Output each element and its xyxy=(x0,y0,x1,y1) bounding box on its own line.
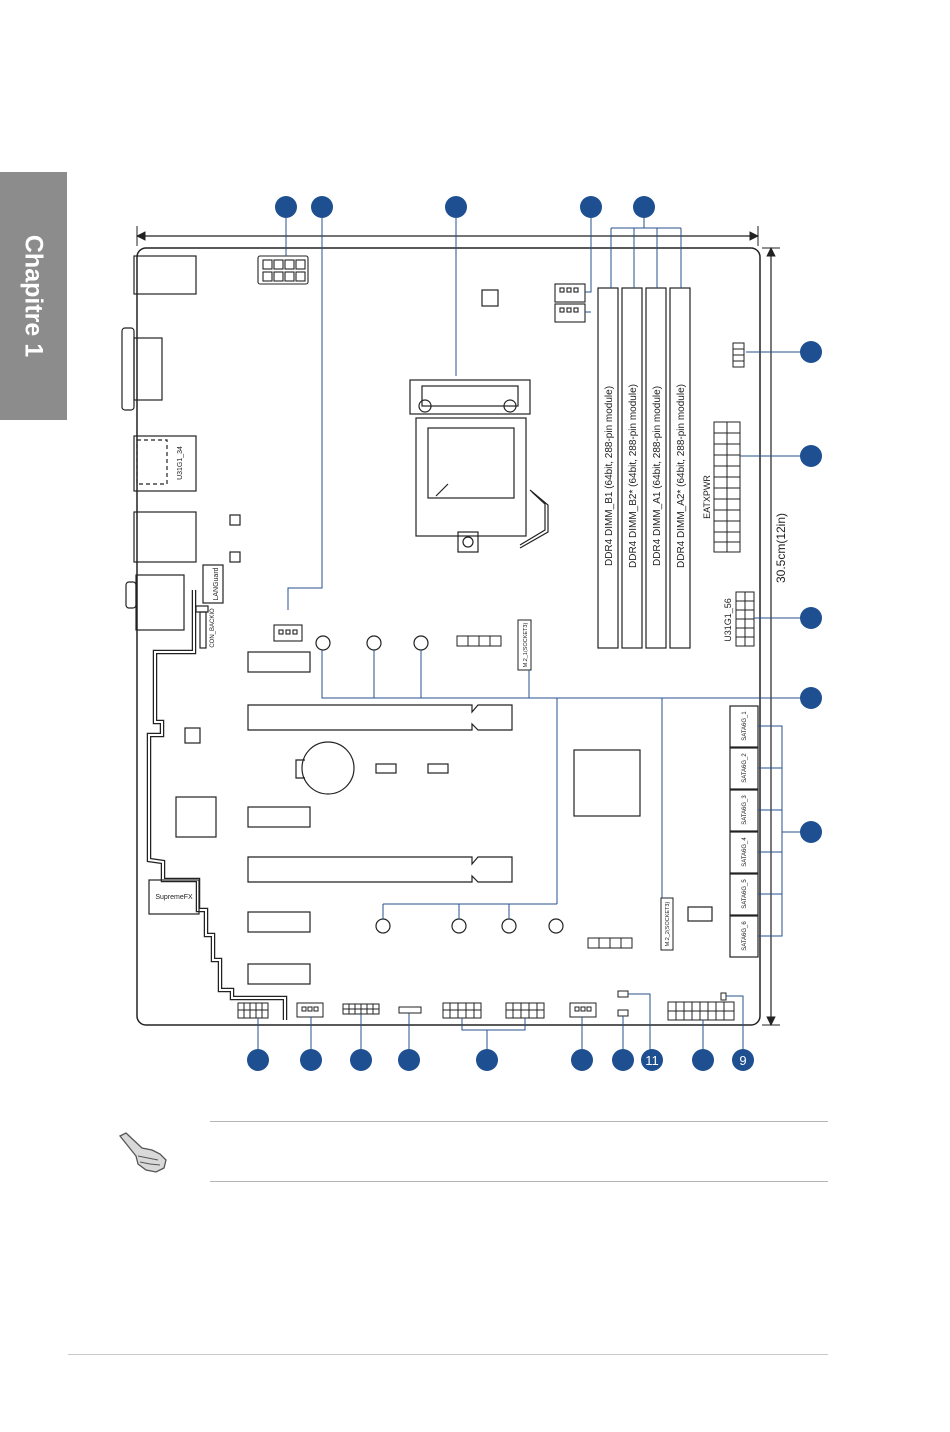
callout-marker-right-3 xyxy=(800,607,822,629)
sata6g-6-label: SATA6G_6 xyxy=(742,921,748,951)
callout-marker-bottom-3 xyxy=(350,1049,372,1071)
dimm-b2-label: DDR4 DIMM_B2* (64bit, 288-pin module) xyxy=(628,384,639,568)
note-rule-bottom xyxy=(210,1181,828,1182)
note-rule-top xyxy=(210,1121,828,1122)
callout-marker-bottom-9 xyxy=(692,1049,714,1071)
cpu-fan-headers xyxy=(554,283,586,323)
m2-2-socket xyxy=(587,897,674,951)
dimm-a2-slot xyxy=(669,287,691,649)
dimm-b1-label: DDR4 DIMM_B1 (64bit, 288-pin module) xyxy=(604,386,615,566)
pcie-x1-slot-1 xyxy=(247,651,311,673)
footer-rule xyxy=(68,1354,828,1355)
usb-port-stack xyxy=(133,435,197,492)
lan-port xyxy=(133,511,197,563)
chapter-tab xyxy=(0,172,67,420)
cmos-battery xyxy=(295,741,355,795)
pointing-hand-icon xyxy=(118,1132,167,1173)
callout-marker-right-4 xyxy=(800,687,822,709)
jumper-1 xyxy=(617,990,629,998)
audio-pcb-isolation-line-outer xyxy=(146,590,288,1020)
sata-ports xyxy=(729,705,759,958)
sata6g-5-label: SATA6G_5 xyxy=(742,879,748,909)
sata6g-2-label: SATA6G_2 xyxy=(742,753,748,783)
small-chip xyxy=(481,289,499,307)
callout-marker-bottom-2 xyxy=(300,1049,322,1071)
sata6g-4-label: SATA6G_4 xyxy=(742,837,748,867)
callout-marker-bottom-1 xyxy=(247,1049,269,1071)
mounting-holes-upper xyxy=(315,635,429,651)
con-backio-label: CON_BACKIO xyxy=(210,608,216,648)
callout-marker-bottom-4 xyxy=(398,1049,420,1071)
callout-marker-bottom-5 xyxy=(476,1049,498,1071)
callout-marker-bottom-7 xyxy=(612,1049,634,1071)
board-outline xyxy=(136,247,761,1026)
dimm-a1-slot xyxy=(645,287,667,649)
dimm-a2-label: DDR4 DIMM_A2* (64bit, 288-pin module) xyxy=(676,384,687,568)
rear-io-panel xyxy=(121,255,241,649)
fan-header-bottom-1 xyxy=(296,1002,324,1018)
u31g1-34-label: U31G1_34 xyxy=(177,446,184,480)
fan-header-bottom-2 xyxy=(569,1002,597,1018)
dimm-slots xyxy=(597,287,691,649)
eatxpwr-label: EATXPWR xyxy=(702,475,712,519)
callout-marker-right-2 xyxy=(800,445,822,467)
callout-marker-11 xyxy=(641,1049,663,1071)
supremefx-label: SupremeFX xyxy=(155,894,193,901)
sata6g-3-label: SATA6G_3 xyxy=(742,795,748,825)
callout-leaders xyxy=(257,218,800,1050)
m2-2-label: M.2_2(SOCKET3) xyxy=(665,902,671,947)
pcie-x1-slot-4 xyxy=(247,963,311,985)
pcie-slots xyxy=(247,651,513,985)
dimm-b2-slot xyxy=(621,287,643,649)
callout-marker-9 xyxy=(732,1049,754,1071)
cpu-socket xyxy=(409,379,549,553)
callout-marker-top-2 xyxy=(311,196,333,218)
dimm-a1-label: DDR4 DIMM_A1 (64bit, 288-pin module) xyxy=(652,386,663,566)
cpu-power-connector xyxy=(257,255,309,285)
small-header-top-right xyxy=(732,342,745,368)
dimm-b1-slot xyxy=(597,287,619,649)
audio-jack-stack xyxy=(135,574,185,631)
pcie-x16-slot-1 xyxy=(247,704,513,731)
pcie-x16-slot-2 xyxy=(247,856,513,883)
callout-9-number: 9 xyxy=(739,1053,746,1068)
callout-marker-top-4 xyxy=(580,196,602,218)
m2-1-label: M.2_1(SOCKET3) xyxy=(523,623,529,668)
callout-marker-top-5 xyxy=(633,196,655,218)
callout-marker-bottom-6 xyxy=(571,1049,593,1071)
callout-marker-top-1 xyxy=(275,196,297,218)
chassis-fan-header-left xyxy=(273,624,303,642)
board-chips xyxy=(175,727,713,922)
callout-11-number: 11 xyxy=(645,1053,659,1068)
sata6g-1-label: SATA6G_1 xyxy=(742,711,748,741)
motherboard-layout-diagram: 30.5cm(12in) U31G1_34 LANGuard CON_BACKI… xyxy=(121,196,822,1071)
chipset xyxy=(573,749,641,817)
bottom-headers xyxy=(237,990,735,1021)
dimension-label: 30.5cm(12in) xyxy=(774,513,788,583)
io-port-top xyxy=(133,255,197,295)
m2-1-socket xyxy=(456,619,532,671)
callout-markers xyxy=(247,196,822,1071)
callout-marker-top-3 xyxy=(445,196,467,218)
callout-marker-right-1 xyxy=(800,341,822,363)
u31g1-56-label: U31G1_56 xyxy=(723,598,733,642)
pcie-x1-slot-3 xyxy=(247,911,311,933)
eatxpwr-connector xyxy=(713,421,741,553)
audio-pcb-isolation-line-inner xyxy=(148,590,286,1020)
jumper-2 xyxy=(617,1009,629,1017)
pcie-x1-slot-2 xyxy=(247,806,311,828)
mounting-holes-lower xyxy=(375,918,564,934)
supremefx-chip xyxy=(148,879,200,915)
small-jumper xyxy=(720,992,727,1001)
languard-label: LANGuard xyxy=(213,567,220,600)
usb31-header xyxy=(735,591,755,647)
header-bottom-3 xyxy=(398,1006,422,1014)
callout-marker-right-5 xyxy=(800,821,822,843)
